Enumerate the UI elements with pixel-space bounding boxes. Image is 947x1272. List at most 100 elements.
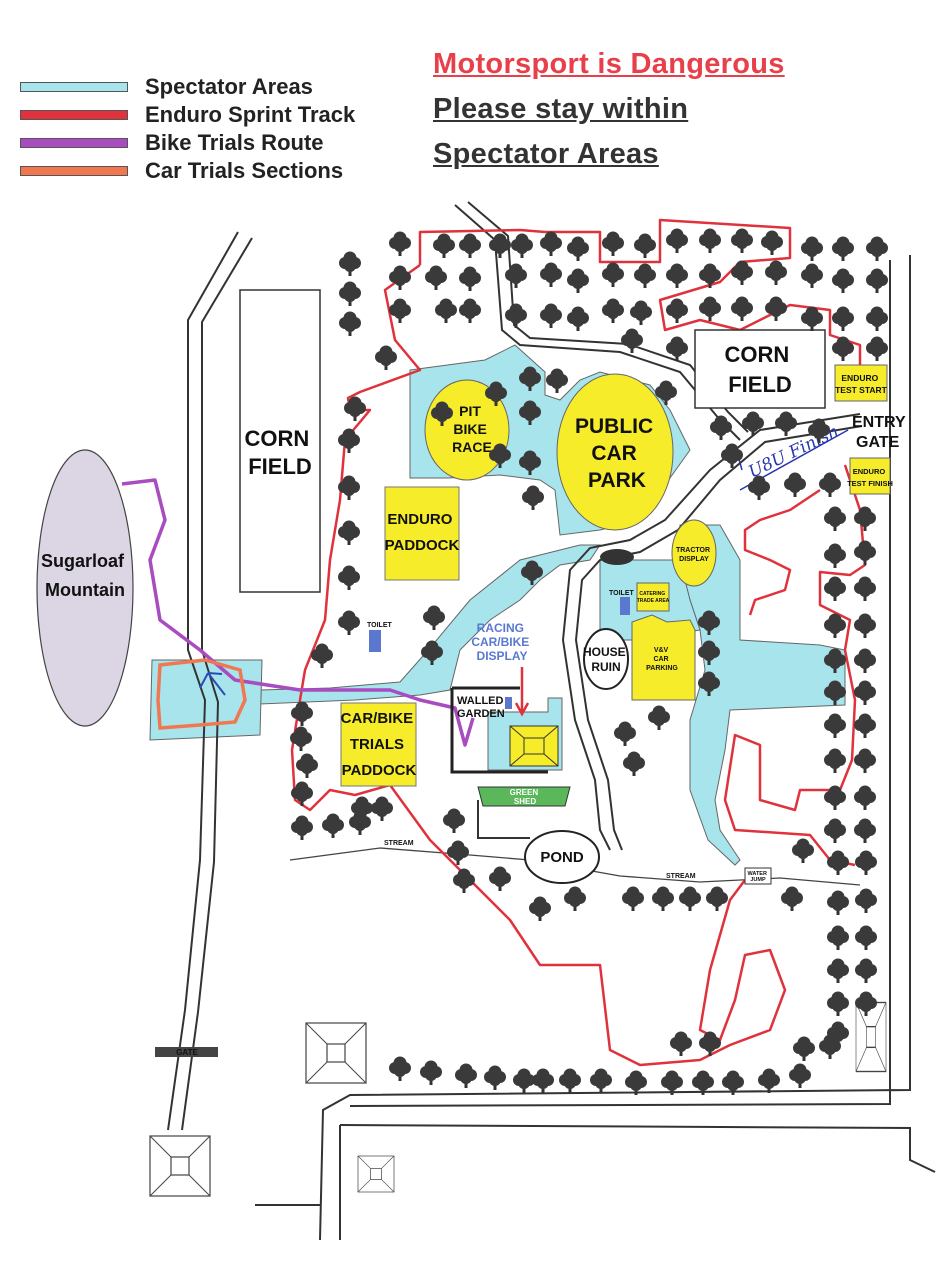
legend-swatch	[20, 166, 128, 176]
trials-paddock-label: CAR/BIKE	[341, 710, 414, 727]
corn-field-right-label: FIELD	[728, 372, 792, 397]
legend-label: Enduro Sprint Track	[145, 102, 356, 127]
building-icon	[149, 1135, 211, 1197]
warning-line: Please stay within	[433, 93, 689, 125]
svg-text:HOUSE RUIN: HOUSE RUIN	[583, 645, 629, 674]
legend-label: Spectator Areas	[145, 74, 313, 99]
warning-headline: Motorsport is Dangerous	[433, 48, 785, 80]
green-shed-label: SHED	[514, 797, 536, 806]
map-legend: Spectator Areas Enduro Sprint Track Bike…	[18, 74, 418, 186]
enduro-test-start-label: TEST START	[835, 385, 888, 395]
svg-text:CORN FIELD: CORN FIELD	[245, 426, 316, 479]
pit-bike-race-label: RACE	[452, 439, 492, 455]
racing-display-label: CAR/BIKE	[471, 635, 529, 649]
warning-line: Spectator Areas	[433, 138, 659, 170]
svg-text:WALLED GARDEN: WALLED GARDEN	[457, 695, 507, 720]
toilet-icon-west	[369, 630, 381, 652]
vv-parking-label: V&V	[654, 647, 669, 654]
road-west-b	[181, 237, 253, 1131]
svg-text:CORN FIELD: CORN FIELD	[725, 342, 796, 397]
enduro-paddock-label: PADDOCK	[385, 537, 460, 554]
road-east-b	[349, 260, 891, 1107]
vv-parking-label: PARKING	[646, 665, 678, 672]
public-car-park-label: CAR	[591, 442, 637, 465]
pit-bike-race-label: PIT	[459, 403, 481, 419]
road-west-a	[167, 231, 239, 1131]
svg-text:Sugarloaf Mountain: Sugarloaf Mountain	[41, 551, 129, 600]
svg-text:ENDURO PADDOCK: ENDURO PADDOCK	[385, 511, 460, 554]
road-south	[339, 1124, 936, 1173]
water-jump-label: JUMP	[750, 877, 766, 883]
house-ruin-label: RUIN	[591, 660, 620, 674]
toilet-icon-east	[620, 597, 630, 615]
vv-parking-label: CAR	[653, 656, 668, 663]
svg-text:WATER JUMP: WATER JUMP	[748, 871, 769, 883]
walled-garden	[450, 686, 548, 774]
car-trials-section	[156, 658, 247, 730]
public-car-park-label: PARK	[588, 469, 646, 492]
enduro-paddock-label: ENDURO	[387, 511, 452, 528]
public-car-park	[556, 373, 674, 531]
road-shed-loop	[477, 800, 530, 839]
garden-toilet-icon	[505, 697, 512, 709]
water-jump	[744, 867, 772, 885]
route-arrow	[199, 672, 226, 696]
catering-label: CATERING	[639, 591, 665, 597]
racing-display-arrow	[514, 667, 530, 717]
legend-swatch	[20, 110, 128, 120]
corn-field-right	[694, 329, 826, 409]
svg-text:TRACTOR DISPLAY: TRACTOR DISPLAY	[676, 547, 712, 563]
svg-text:V&V CAR PARKING: V&V CAR PARKING	[646, 647, 678, 672]
trials-paddock-label: TRIALS	[350, 736, 404, 753]
water-jump-label: WATER	[748, 871, 767, 877]
corn-field-left-label: FIELD	[248, 454, 312, 479]
catering-label: TRADE AREA	[637, 598, 670, 604]
building-icon	[855, 1001, 887, 1073]
stream-label: STREAM	[384, 840, 414, 847]
car-bike-trials-paddock	[340, 702, 417, 787]
tractor-display-label: TRACTOR	[676, 547, 710, 554]
gate-label: GATE	[176, 1048, 198, 1057]
svg-text:PIT BIKE RACE: PIT BIKE RACE	[452, 403, 492, 455]
building-icon	[357, 1155, 395, 1193]
svg-text:RACING CAR/BIKE DISPLA: RACING CAR/BIKE DISPLAY	[471, 621, 532, 663]
legend-item-car-trials: Car Trials Sections	[18, 158, 418, 186]
legend-label: Bike Trials Route	[145, 130, 324, 155]
house-ruin-label: HOUSE	[583, 645, 626, 659]
entry-gate-label: GATE	[856, 434, 900, 451]
house-ruin	[583, 628, 629, 690]
enduro-test-finish-label: TEST FINISH	[847, 479, 893, 488]
pond	[524, 830, 600, 884]
enduro-test-start-label: ENDURO	[841, 373, 878, 383]
green-shed	[477, 786, 571, 807]
svg-text:ENTRY GATE: ENTRY GATE	[852, 414, 910, 451]
enduro-test-finish	[849, 457, 891, 495]
green-shed-label: GREEN	[510, 788, 539, 797]
display-plinth	[509, 725, 559, 767]
pit-bike-race-label: BIKE	[453, 421, 486, 437]
road-north-a	[454, 204, 741, 441]
legend-label: Car Trials Sections	[145, 158, 344, 183]
catering-trade-area	[636, 582, 670, 612]
svg-text:ENDURO TEST START: ENDURO TEST START	[835, 373, 888, 395]
enduro-test-start	[834, 364, 888, 402]
toilet-label: TOILET	[367, 622, 392, 629]
corn-field-left-label: CORN	[245, 426, 310, 451]
svg-text:PUBLIC CAR PARK: PUBLIC CAR PARK	[575, 415, 659, 492]
corn-field-right-label: CORN	[725, 342, 790, 367]
svg-text:GREEN SHED: GREEN SHED	[510, 788, 541, 806]
sugarloaf-label: Mountain	[45, 580, 125, 600]
walled-garden-label: WALLED	[457, 695, 503, 707]
enduro-paddock	[384, 486, 460, 581]
walled-garden-label: GARDEN	[457, 708, 505, 720]
legend-swatch	[20, 82, 128, 92]
svg-text:ENDURO TEST FINISH: ENDURO TEST FINISH	[847, 467, 893, 488]
legend-item-enduro: Enduro Sprint Track	[18, 102, 418, 130]
trials-paddock-label: PADDOCK	[342, 762, 417, 779]
road-entry-b	[574, 425, 863, 851]
building-icon	[305, 1022, 367, 1084]
bike-trials-route	[121, 478, 475, 747]
racing-display-label: DISPLAY	[477, 649, 528, 663]
legend-item-bike-trials: Bike Trials Route	[18, 130, 418, 158]
